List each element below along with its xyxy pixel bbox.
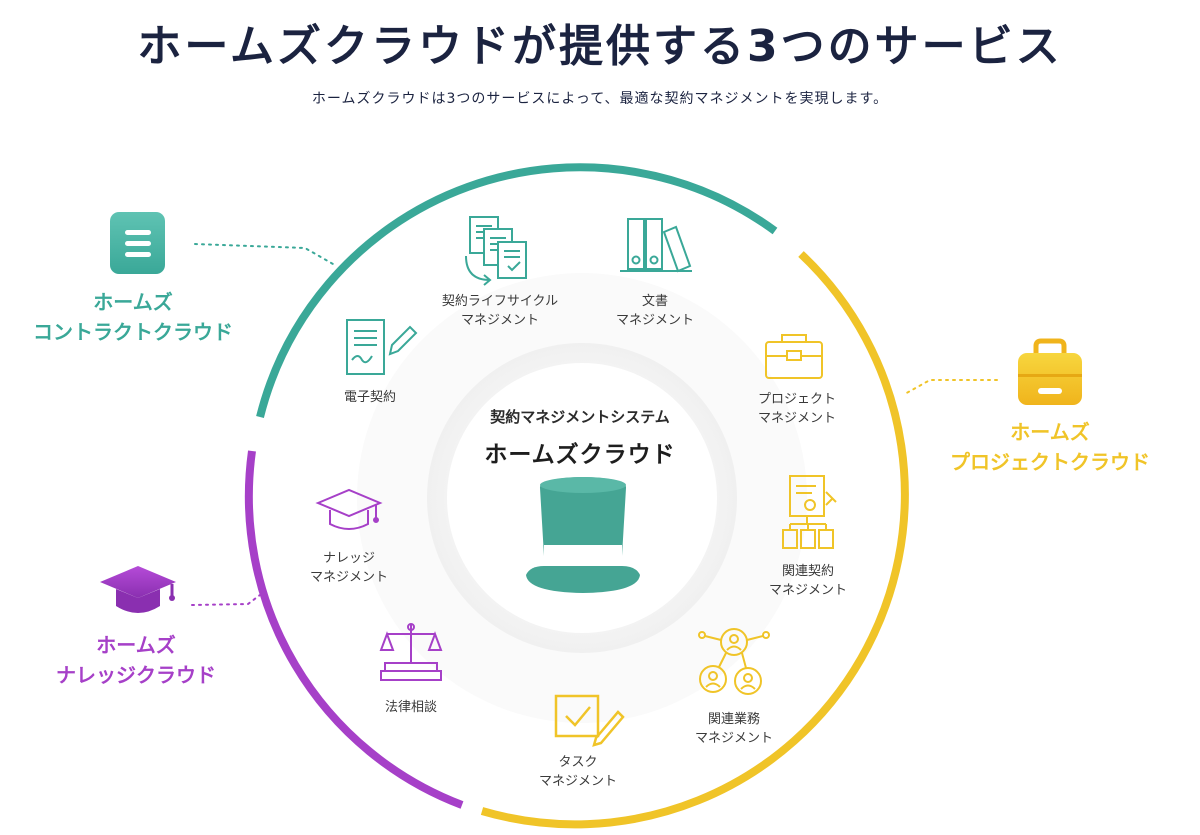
service-task: タスク マネジメント [539,753,617,791]
service-project: プロジェクト マネジメント [758,390,836,428]
contract-arc [256,163,778,418]
signature-pen-icon [346,319,418,375]
project-connector [902,379,998,396]
service-related-business-line1: 関連業務 [707,712,761,727]
contract-cloud-label: ホームズ コントラクトクラウド [33,287,233,347]
graduation-cap-icon [100,566,176,613]
service-lifecycle-line1: 契約ライフサイクル [441,294,559,309]
checkbox-pencil-icon [554,694,625,747]
service-knowledge-line2: マネジメント [309,570,389,585]
project-cloud-line1: ホームズ [1010,420,1090,444]
graduation-cap-outline-icon [315,488,383,530]
top-hat-icon [526,477,640,593]
service-documents: 文書 マネジメント [616,292,694,330]
briefcase-outline-icon [765,334,823,379]
service-documents-line1: 文書 [641,294,669,309]
briefcase-icon [1018,338,1082,405]
contract-cloud-line2: コントラクトクラウド [33,320,233,344]
service-task-line1: タスク [558,755,598,770]
service-related-business-line2: マネジメント [694,731,774,746]
contract-tree-icon [782,475,837,549]
service-project-line1: プロジェクト [757,392,837,407]
service-related-contract: 関連契約 マネジメント [769,562,847,600]
service-documents-line2: マネジメント [615,313,695,328]
documents-cycle-icon [465,216,527,286]
contract-cloud-line1: ホームズ [93,290,173,314]
service-task-line2: マネジメント [538,774,618,789]
service-lifecycle-line2: マネジメント [460,313,540,328]
project-arc [480,251,909,829]
scales-icon [379,623,443,681]
knowledge-connector [191,591,265,606]
service-related-business: 関連業務 マネジメント [695,710,773,748]
service-related-contract-line2: マネジメント [768,583,848,598]
service-lifecycle: 契約ライフサイクル マネジメント [442,292,558,330]
contract-connector [194,243,334,265]
binders-icon [620,218,692,273]
knowledge-arc [244,450,464,809]
page-subtitle: ホームズクラウドは3つのサービスによって、最適な契約マネジメントを実現します。 [311,91,889,107]
knowledge-cloud-line1: ホームズ [96,633,176,657]
service-esign-line1: 電子契約 [343,390,397,405]
knowledge-cloud-line2: ナレッジクラウド [56,663,216,687]
center-title: ホームズクラウド [484,442,676,468]
service-knowledge: ナレッジ マネジメント [310,549,388,587]
people-network-icon [698,628,770,695]
knowledge-cloud-label: ホームズ ナレッジクラウド [56,630,216,690]
service-esign: 電子契約 [344,388,396,407]
project-cloud-line2: プロジェクトクラウド [950,450,1150,474]
service-project-line2: マネジメント [757,411,837,426]
service-legal-line1: 法律相談 [384,700,438,715]
document-icon [110,212,165,274]
page-title: ホームズクラウドが提供する3つのサービス [137,21,1063,72]
service-related-contract-line1: 関連契約 [781,564,835,579]
center-subtitle: 契約マネジメントシステム [490,408,670,426]
service-knowledge-line1: ナレッジ [322,551,376,566]
project-cloud-label: ホームズ プロジェクトクラウド [950,417,1150,477]
service-legal: 法律相談 [385,698,437,717]
